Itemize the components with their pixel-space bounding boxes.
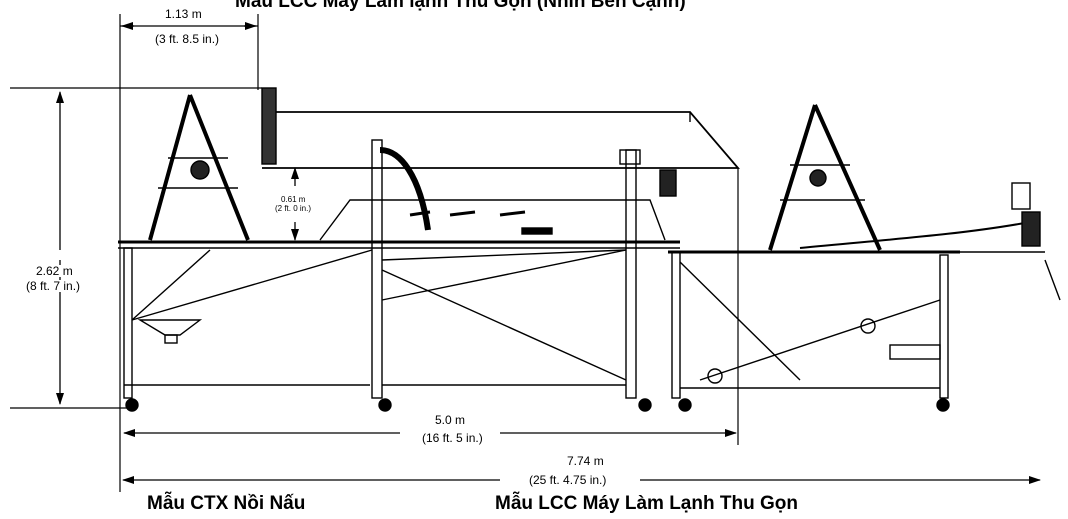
height-imperial: (8 ft. 7 in.)	[24, 279, 83, 293]
overall-length-metric: 7.74 m	[565, 454, 606, 468]
top-title: Mẫu LCC Máy Làm lạnh Thu Gọn (Nhìn Bên C…	[235, 0, 686, 12]
cooker-length-imperial: (16 ft. 5 in.)	[420, 431, 485, 445]
ctx-cooker	[118, 87, 740, 412]
dimension-lines	[10, 14, 739, 492]
top-width-metric: 1.13 m	[163, 7, 204, 21]
clearance-imperial: (2 ft. 0 in.)	[275, 204, 312, 213]
lcc-cooler-label: Mẫu LCC Máy Làm Lạnh Thu Gọn	[495, 493, 798, 514]
top-width-imperial: (3 ft. 8.5 in.)	[153, 32, 222, 46]
lcc-cooler	[668, 104, 1061, 412]
cooker-length-metric: 5.0 m	[433, 413, 468, 427]
clearance-metric: 0.61 m	[281, 195, 306, 204]
ctx-cooker-label: Mẫu CTX Nồi Nấu	[147, 493, 306, 514]
overall-length-imperial: (25 ft. 4.75 in.)	[527, 473, 609, 487]
height-metric: 2.62 m	[34, 264, 75, 278]
dimension-arrows	[56, 22, 1041, 484]
